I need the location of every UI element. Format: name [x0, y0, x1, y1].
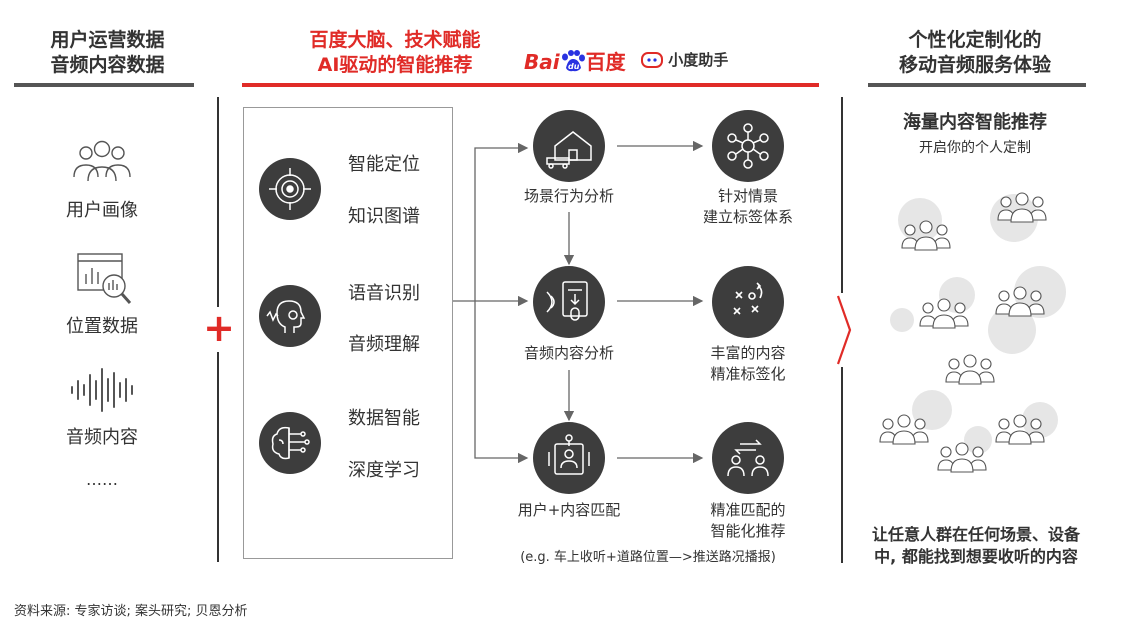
rich-label: 丰富的内容 精准标签化: [678, 343, 818, 385]
left-more: ……: [86, 470, 118, 489]
left-item-audio: 音频内容: [66, 427, 138, 448]
right-bottom-line2: 中, 都能找到想要收听的内容: [874, 547, 1078, 566]
tech-1-line1: 智能定位: [348, 154, 420, 175]
xiaodu-icon: [641, 52, 663, 68]
users-icon: [73, 140, 131, 182]
right-bottom-text: 让任意人群在任何场景、设备 中, 都能找到想要收听的内容: [860, 524, 1092, 568]
tech-3-line2: 深度学习: [348, 460, 420, 481]
left-header: 用户运营数据 音频内容数据: [20, 28, 195, 78]
target-icon: [269, 168, 311, 210]
precise-label: 精准匹配的 智能化推荐: [678, 500, 818, 542]
right-header: 个性化定制化的 移动音频服务体验: [870, 28, 1080, 78]
crowd-graphic: [879, 192, 1066, 473]
tech-icon-circle-2: [259, 285, 321, 347]
user-exchange-icon: [727, 439, 769, 477]
rich-line1: 丰富的内容: [710, 344, 786, 362]
left-header-rule: [14, 83, 194, 87]
match-node: [533, 422, 605, 494]
left-divider-top: [217, 97, 219, 307]
precise-line2: 智能化推荐: [710, 522, 786, 540]
audio-node: [533, 266, 605, 338]
right-header-line2: 移动音频服务体验: [898, 54, 1051, 76]
tech-2-line2: 音频理解: [348, 334, 420, 355]
source-note: 资料来源: 专家访谈; 案头研究; 贝恩分析: [14, 604, 248, 619]
left-header-line1: 用户运营数据: [50, 29, 165, 51]
right-title: 海量内容智能推荐: [903, 112, 1047, 133]
scene-node: [533, 110, 605, 182]
xiaodu-text: 小度助手: [668, 51, 729, 69]
svg-text:du: du: [568, 62, 580, 71]
tag-system-node: [712, 110, 784, 182]
left-divider-bottom: [217, 352, 219, 562]
tech-icon-circle-3: [259, 412, 321, 474]
chevron-right-icon: [836, 295, 852, 365]
xiaodu-logo: 小度助手: [641, 49, 728, 70]
rich-node: [712, 266, 784, 338]
right-divider-bottom: [841, 367, 843, 563]
tech-1-line2: 知识图谱: [348, 206, 420, 227]
location-chart-icon: [77, 253, 132, 304]
match-label: 用户+内容匹配: [517, 501, 621, 519]
tag-system-label: 针对情景 建立标签体系: [678, 186, 818, 228]
baidu-text: 百度: [585, 50, 626, 74]
phone-user-icon: [548, 434, 590, 475]
strategy-icon: [733, 282, 763, 315]
left-item-user-profile: 用户画像: [66, 200, 138, 221]
plus-sign: +: [203, 306, 235, 350]
middle-header-line1: 百度大脑、技术赋能: [309, 29, 481, 51]
house-car-icon: [546, 131, 592, 169]
paw-icon: du: [561, 50, 585, 72]
precise-line1: 精准匹配的: [710, 501, 786, 519]
tag-system-line1: 针对情景: [717, 187, 778, 205]
audio-label: 音频内容分析: [523, 344, 614, 362]
soundwave-icon: [71, 368, 133, 412]
right-divider-top: [841, 97, 843, 293]
tech-icon-circle-1: [259, 158, 321, 220]
tech-2-line1: 语音识别: [348, 283, 420, 304]
middle-header-line2: AI驱动的智能推荐: [317, 54, 473, 76]
left-header-line2: 音频内容数据: [50, 54, 165, 76]
audio-doc-icon: [546, 281, 588, 321]
left-item-location: 位置数据: [66, 316, 138, 337]
right-bottom-line1: 让任意人群在任何场景、设备: [871, 525, 1080, 544]
right-header-line1: 个性化定制化的: [908, 29, 1042, 51]
middle-header-rule: [242, 83, 819, 87]
right-subtitle: 开启你的个人定制: [919, 140, 1031, 156]
right-header-rule: [868, 83, 1086, 87]
tech-3-line1: 数据智能: [348, 408, 420, 429]
precise-node: [712, 422, 784, 494]
flow-example: (e.g. 车上收听+道路位置—>推送路况播报): [520, 550, 776, 565]
rich-line2: 精准标签化: [710, 365, 786, 383]
middle-header: 百度大脑、技术赋能 AI驱动的智能推荐: [290, 28, 500, 78]
tag-system-line2: 建立标签体系: [702, 208, 793, 226]
brain-icon: [271, 426, 310, 460]
network-icon: [727, 123, 769, 169]
scene-label: 场景行为分析: [523, 187, 614, 205]
voice-head-icon: [266, 300, 306, 333]
tech-box: [243, 107, 453, 559]
